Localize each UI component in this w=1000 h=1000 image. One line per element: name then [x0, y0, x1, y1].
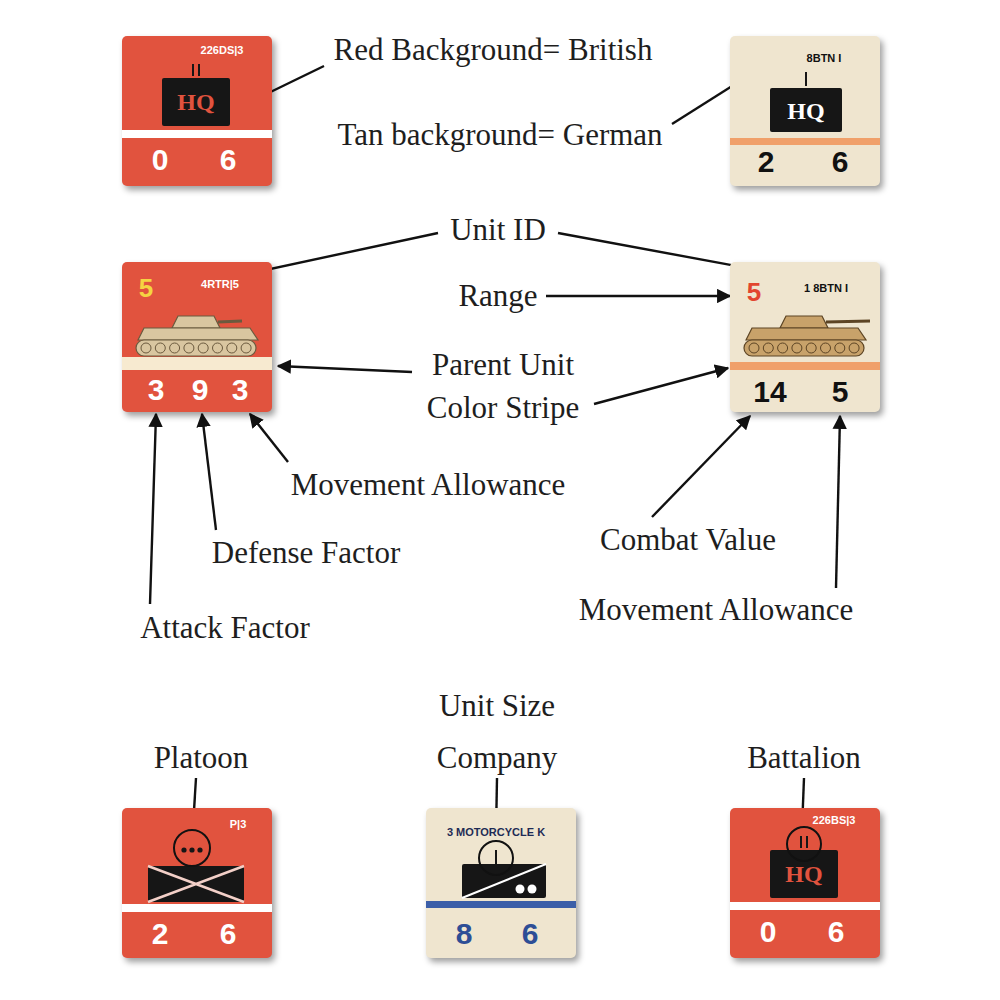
counter-value: 14 — [753, 377, 786, 407]
parent-color-stripe — [730, 138, 880, 145]
unit-symbol-box — [770, 850, 838, 898]
unit-counter: 226BS|3HQ 0 6 — [730, 808, 880, 958]
counter-value: HQ — [785, 862, 822, 886]
callout-label: Movement Allowance — [579, 593, 854, 627]
unit-id: 8BTN I — [807, 53, 842, 64]
counter-value: 3 — [232, 375, 249, 405]
callout-label: Unit Size — [439, 689, 555, 723]
callout-label: Platoon — [154, 741, 249, 775]
counter-value: 3 — [148, 375, 165, 405]
counter-value: 6 — [832, 147, 849, 177]
unit-symbol-box — [462, 864, 546, 898]
unit-size-mark — [805, 72, 807, 86]
counter-value: 2 — [758, 147, 775, 177]
unit-id: 1 8BTN I — [804, 283, 848, 294]
parent-color-stripe — [122, 130, 272, 138]
leader-arrow — [202, 414, 216, 530]
leader-arrow — [836, 416, 840, 588]
callout-label: Unit ID — [450, 213, 546, 247]
counter-value: 8 — [456, 919, 473, 949]
parent-color-stripe — [122, 357, 272, 370]
highlight-circle — [479, 841, 513, 875]
unit-size-mark — [197, 847, 202, 852]
callout-label: Range — [458, 279, 537, 313]
unit-counter: 5 4RTR|5 393 — [122, 262, 272, 412]
counter-value: 0 — [152, 145, 169, 175]
unit-id: 226BS|3 — [813, 815, 856, 826]
leader-arrow — [594, 368, 728, 404]
unit-size-mark — [806, 836, 808, 848]
leader-arrow — [278, 366, 412, 372]
parent-color-stripe — [730, 902, 880, 910]
tank-illustration — [136, 316, 258, 356]
leader-arrow — [546, 295, 730, 297]
motorized-slash — [462, 864, 546, 898]
counter-value: 6 — [522, 919, 539, 949]
tank-illustration — [744, 316, 870, 356]
unit-id: 3 MOTORCYCLE K — [447, 827, 545, 838]
callout-label: Combat Value — [600, 523, 776, 557]
counter-value: 6 — [220, 145, 237, 175]
wheel-symbol — [516, 885, 525, 894]
unit-counter: P|3 2 6 — [122, 808, 272, 958]
counter-value: 2 — [152, 919, 169, 949]
unit-id: P|3 — [230, 819, 247, 830]
leader-arrow — [250, 414, 288, 462]
callout-label: Red Background= British — [334, 33, 653, 67]
unit-id: 226DS|3 — [201, 45, 244, 56]
counter-value: 5 — [747, 279, 761, 305]
unit-counter: 8BTN I HQ 2 6 — [730, 36, 880, 186]
counter-value: 6 — [220, 919, 237, 949]
callout-label: Parent Unit Color Stripe — [398, 343, 608, 429]
leader-arrow — [652, 416, 750, 517]
highlight-circle — [787, 827, 821, 861]
unit-size-mark — [181, 847, 186, 852]
parent-color-stripe — [426, 901, 576, 908]
unit-symbol-box — [162, 78, 230, 126]
parent-color-stripe — [122, 904, 272, 912]
highlight-circle — [174, 830, 210, 866]
callout-label: Defense Factor — [212, 536, 401, 570]
unit-counter: 5 1 8BTN I 14 5 — [730, 262, 880, 412]
unit-counter: 226DS|3HQ 0 6 — [122, 36, 272, 186]
callout-label: Attack Factor — [140, 611, 310, 645]
unit-size-mark — [800, 836, 802, 848]
counter-value: 9 — [192, 375, 209, 405]
unit-id: 4RTR|5 — [201, 279, 239, 290]
counter-value: 5 — [139, 275, 153, 301]
counter-value: HQ — [787, 99, 824, 123]
unit-size-mark — [495, 850, 497, 864]
counter-art — [122, 808, 272, 958]
callout-label: Movement Allowance — [291, 468, 566, 502]
unit-size-mark — [189, 847, 194, 852]
wheel-symbol — [528, 885, 537, 894]
infantry-cross — [148, 866, 244, 902]
counter-value: HQ — [177, 90, 214, 114]
leader-arrow — [150, 414, 156, 604]
unit-symbol-box — [148, 866, 244, 902]
parent-color-stripe — [730, 362, 880, 370]
unit-size-mark — [198, 64, 200, 76]
unit-size-mark — [192, 64, 194, 76]
counter-value: 0 — [760, 917, 777, 947]
counter-value: 5 — [832, 377, 849, 407]
callout-label: Battalion — [747, 741, 861, 775]
counter-value: 6 — [828, 917, 845, 947]
unit-symbol-box — [770, 88, 842, 132]
callout-label: Company — [437, 741, 558, 775]
unit-counter: 3 MOTORCYCLE K 8 6 — [426, 808, 576, 958]
callout-label: Tan background= German — [337, 118, 662, 152]
